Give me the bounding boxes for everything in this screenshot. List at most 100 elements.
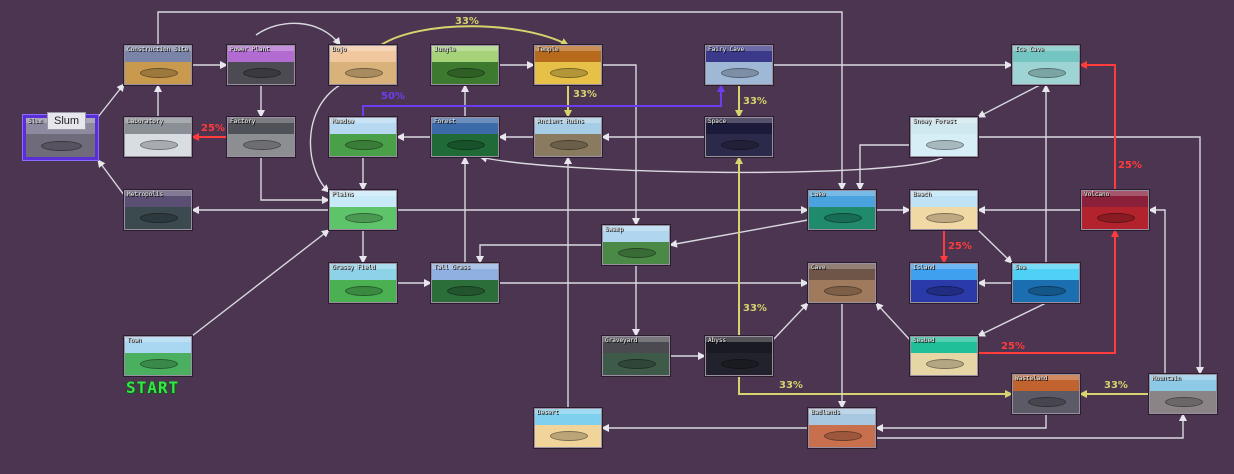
node-cave[interactable]: Cave (808, 263, 876, 303)
node-label: Factory (230, 118, 256, 125)
node-label: Construction Site (127, 46, 189, 53)
node-town[interactable]: Town (124, 336, 192, 376)
pct-label: 25% (1001, 341, 1025, 352)
node-lake[interactable]: Lake (808, 190, 876, 230)
node-label: Temple (537, 46, 559, 53)
node-label: Swamp (605, 226, 624, 233)
node-ancient-ruins[interactable]: Ancient Ruins (534, 117, 602, 157)
pct-label: 33% (779, 380, 803, 391)
edge-top-dojo (255, 22, 341, 46)
edge-badlands-mountain (876, 413, 1187, 439)
node-dojo[interactable]: Dojo (329, 45, 397, 85)
node-label: Wasteland (1015, 375, 1048, 382)
node-label: Plains (332, 191, 354, 198)
node-ice-cave[interactable]: Ice Cave (1012, 45, 1080, 85)
node-metropolis[interactable]: Metropolis (124, 190, 192, 230)
node-space[interactable]: Space (705, 117, 773, 157)
node-label: Seabed (913, 337, 935, 344)
edge-abyss-cave (772, 302, 809, 341)
node-label: Snowy Forest (913, 118, 957, 125)
node-meadow[interactable]: Meadow (329, 117, 397, 157)
tooltip: Slum (47, 112, 87, 130)
edge-town-plains (191, 229, 330, 337)
node-label: Volcano (1084, 191, 1110, 198)
node-mountain[interactable]: Mountain (1149, 374, 1217, 414)
edge-slum-construction (97, 83, 125, 118)
node-graveyard[interactable]: Graveyard (602, 336, 670, 376)
node-sea[interactable]: Sea (1012, 263, 1080, 303)
node-label: Sea (1015, 264, 1026, 271)
node-label: Metropolis (127, 191, 164, 198)
edge-swamp-tall (476, 244, 602, 264)
node-label: Mountain (1152, 375, 1181, 382)
node-power-plant[interactable]: Power Plant (227, 45, 295, 85)
edge-sea-seabed (977, 302, 1047, 337)
node-volcano[interactable]: Volcano (1081, 190, 1149, 230)
node-label: Fairy Cave (708, 46, 745, 53)
node-beach[interactable]: Beach (910, 190, 978, 230)
node-plains[interactable]: Plains (329, 190, 397, 230)
edge-beach-sea (977, 229, 1013, 264)
edge-slum-metropolis (97, 159, 125, 196)
node-label: Cave (811, 264, 826, 271)
node-label: Grassy Field (332, 264, 376, 271)
node-label: Graveyard (605, 337, 638, 344)
node-label: Beach (913, 191, 932, 198)
node-label: Lake (811, 191, 826, 198)
pct-label: 50% (381, 91, 405, 102)
node-grassy-field[interactable]: Grassy Field (329, 263, 397, 303)
pct-label: 33% (743, 303, 767, 314)
node-abyss[interactable]: Abyss (705, 336, 773, 376)
node-label: Ancient Ruins (537, 118, 584, 125)
edge-icecave-snowy (977, 84, 1041, 118)
node-fairy-cave[interactable]: Fairy Cave (705, 45, 773, 85)
pct-label: 25% (1118, 160, 1142, 171)
node-factory[interactable]: Factory (227, 117, 295, 157)
node-label: Power Plant (230, 46, 270, 53)
node-label: Desert (537, 409, 559, 416)
node-label: Meadow (332, 118, 354, 125)
pct-label: 33% (573, 89, 597, 100)
edge-dojo-temple (380, 25, 569, 46)
node-label: Abyss (708, 337, 727, 344)
pct-label: 25% (201, 123, 225, 134)
node-laboratory[interactable]: Laboratory (124, 117, 192, 157)
node-wasteland[interactable]: Wasteland (1012, 374, 1080, 414)
node-seabed[interactable]: Seabed (910, 336, 978, 376)
pct-label: 33% (743, 96, 767, 107)
edge-snowy-mountain (978, 136, 1204, 375)
start-label: START (126, 378, 180, 397)
node-tall-grass[interactable]: Tall Grass (431, 263, 499, 303)
node-label: Town (127, 337, 142, 344)
node-desert[interactable]: Desert (534, 408, 602, 448)
node-construction-site[interactable]: Construction Site (124, 45, 192, 85)
pct-label: 25% (948, 241, 972, 252)
node-badlands[interactable]: Badlands (808, 408, 876, 448)
node-label: Tall Grass (434, 264, 471, 271)
node-snowy-forest[interactable]: Snowy Forest (910, 117, 978, 157)
node-label: Forest (434, 118, 456, 125)
edge-wasteland-badlands (875, 414, 1047, 432)
node-label: Jungle (434, 46, 456, 53)
pct-label: 33% (1104, 380, 1128, 391)
edge-mountain-volcano (1148, 206, 1166, 374)
edge-lake-swamp (669, 219, 809, 248)
edge-temple-swamp (602, 64, 640, 226)
pct-label: 33% (455, 16, 479, 27)
edge-snowy-lake (856, 144, 910, 191)
node-swamp[interactable]: Swamp (602, 225, 670, 265)
edge-meadow-fairycave (362, 84, 725, 117)
node-forest[interactable]: Forest (431, 117, 499, 157)
node-label: Ice Cave (1015, 46, 1044, 53)
edge-factory-plains (260, 157, 330, 204)
edge-volcano-icecave (1079, 61, 1116, 190)
node-label: Space (708, 118, 727, 125)
node-jungle[interactable]: Jungle (431, 45, 499, 85)
edge-snowy-forest-arc (479, 154, 945, 174)
node-island[interactable]: Island (910, 263, 978, 303)
node-label: Dojo (332, 46, 347, 53)
node-temple[interactable]: Temple (534, 45, 602, 85)
node-label: Slum (28, 118, 43, 125)
node-label: Island (913, 264, 935, 271)
